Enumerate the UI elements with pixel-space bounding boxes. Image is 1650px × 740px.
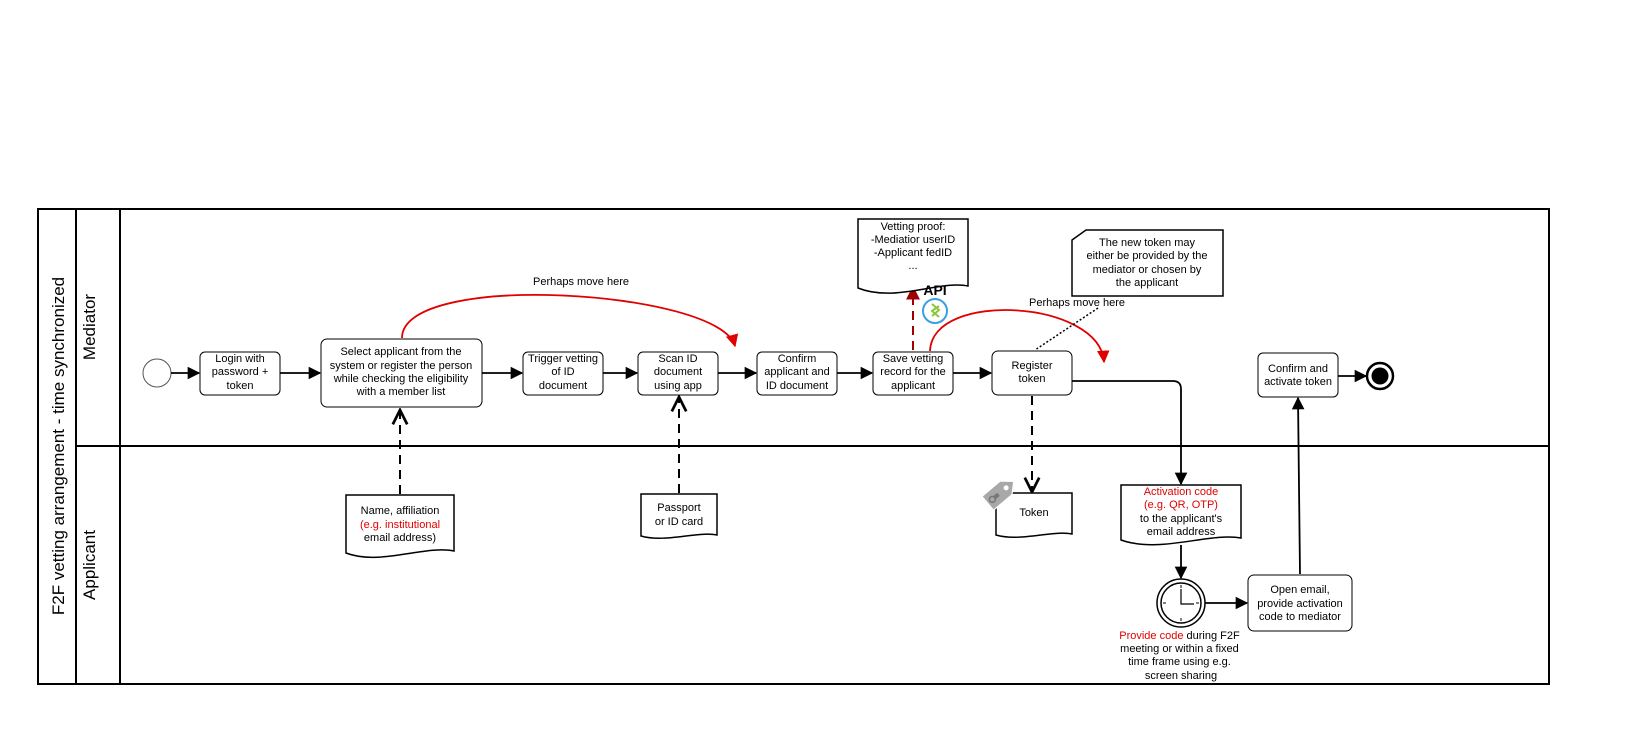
move-suggestion-curve-1	[401, 294, 739, 348]
move-suggestion-curve-2	[929, 309, 1110, 364]
tag-icon	[981, 480, 1015, 512]
pool-title: F2F vetting arrangement - time synchroni…	[49, 277, 68, 615]
lane-label-applicant: Applicant	[80, 530, 99, 600]
svg-text:Vetting proof:-Mediatior userI: Vetting proof:-Mediatior userID-Applican…	[871, 221, 955, 272]
data-associations	[400, 396, 1032, 494]
document-token: Token	[995, 492, 1073, 538]
svg-text:Activation code(e.g. QR, OTP)t: Activation code(e.g. QR, OTP)to the appl…	[1140, 486, 1223, 538]
end-event	[1365, 361, 1395, 391]
timer-event-icon	[1156, 578, 1206, 628]
lane-label-mediator: Mediator	[80, 294, 99, 360]
api-icon: API	[922, 282, 948, 324]
move-suggestion-label-2: Perhaps move here	[1029, 297, 1125, 309]
start-event	[142, 358, 172, 388]
move-suggestion-label-1: Perhaps move here	[533, 276, 629, 288]
svg-text:API: API	[923, 282, 946, 298]
document-vetting-proof: Vetting proof:-Mediatior userID-Applican…	[857, 218, 969, 294]
svg-text:Name, affiliation(e.g. institu: Name, affiliation(e.g. institutionalemai…	[360, 505, 440, 544]
document-activation-code: Activation code(e.g. QR, OTP)to the appl…	[1120, 484, 1242, 546]
timer-label: Provide code during F2F meeting or withi…	[1119, 630, 1243, 682]
sequence-flows	[171, 366, 1368, 610]
annotation-connector	[1034, 307, 1099, 351]
svg-text:Token: Token	[1019, 507, 1048, 519]
pool: F2F vetting arrangement - time synchroni…	[37, 208, 1550, 685]
